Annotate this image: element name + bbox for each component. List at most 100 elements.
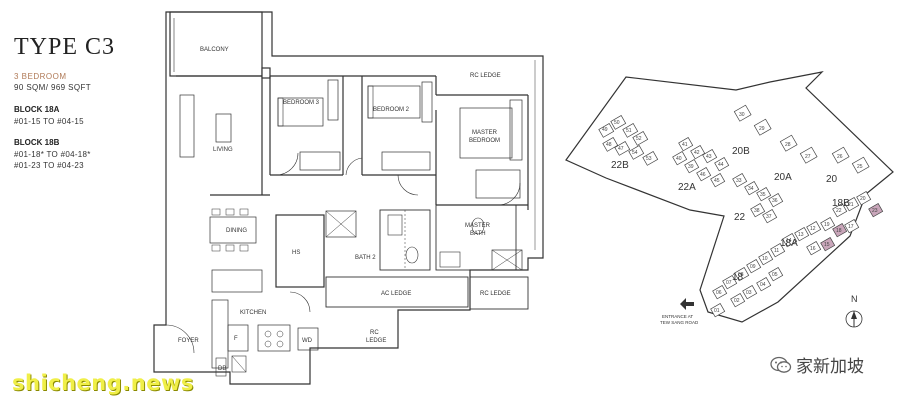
label-ac-ledge: AC LEDGE [381, 291, 411, 297]
wechat-label: 家新加坡 [796, 357, 864, 377]
unit-label: 44 [718, 162, 724, 168]
label-dining: DINING [226, 228, 247, 234]
unit-label: 23 [872, 208, 878, 214]
unit-label: 25 [857, 164, 863, 170]
label-rc-ledge-top: RC LEDGE [470, 73, 501, 79]
unit-label: 18 [836, 228, 842, 234]
label-fridge: F [234, 336, 238, 342]
site-unit-labels: 49 50 51 52 48 47 54 53 41 42 43 44 40 3… [602, 112, 878, 314]
label-master-bedroom: MASTER [472, 130, 498, 136]
site-blocks [598, 104, 884, 318]
site-label-20a: 20A [774, 172, 792, 183]
unit-label: 49 [602, 127, 608, 133]
unit-label: 03 [746, 290, 752, 296]
unit-area: 90 SQM/ 969 SQFT [14, 83, 92, 92]
site-label-22a: 22A [678, 182, 696, 193]
dining-table [209, 216, 257, 244]
unit-label: 50 [614, 120, 620, 126]
unit-label: 43 [706, 154, 712, 160]
unit-label: 04 [760, 282, 766, 288]
unit-range: #01-18* TO #04-18* [14, 150, 91, 159]
site-block-labels: 22B 22A 22 20B 20A 20 18 18A 18B [611, 146, 850, 283]
label-hs: HS [292, 250, 300, 256]
entrance-label-2: TEW SANG ROAD [660, 320, 699, 325]
block-18a-title: BLOCK 18A [14, 105, 60, 114]
unit-label: 45 [714, 178, 720, 184]
north-arrow: N [845, 294, 863, 328]
unit-label: 53 [646, 156, 652, 162]
household-shelter [275, 214, 325, 288]
unit-range: #01-15 TO #04-15 [14, 117, 84, 126]
bedroom-count: 3 BEDROOM [14, 72, 67, 81]
unit-label: 42 [694, 150, 700, 156]
unit-label: 47 [618, 146, 624, 152]
unit-label: 39 [688, 164, 694, 170]
site-label-18: 18 [732, 272, 744, 283]
bed-master [459, 107, 513, 159]
unit-label: 37 [766, 214, 772, 220]
unit-label: 14 [786, 238, 792, 244]
unit-label: 16 [810, 246, 816, 252]
label-master-bath-2: BATH [470, 231, 486, 237]
unit-label: 28 [785, 142, 791, 148]
label-db: DB [218, 366, 226, 372]
site-label-22b: 22B [611, 160, 629, 171]
unit-label: 36 [772, 198, 778, 204]
label-bath-2: BATH 2 [355, 255, 376, 261]
unit-label: 01 [714, 308, 720, 314]
label-master-bath: MASTER [465, 223, 491, 229]
unit-label: 07 [726, 280, 732, 286]
unit-label: 19 [824, 222, 830, 228]
unit-label: 17 [848, 224, 854, 230]
wechat-attribution: 家新加坡 [770, 352, 864, 377]
unit-label: 05 [772, 272, 778, 278]
unit-label: 26 [837, 154, 843, 160]
site-label-18b: 18B [832, 198, 850, 209]
label-master-bedroom-2: BEDROOM [469, 138, 500, 144]
unit-label: 54 [632, 150, 638, 156]
label-rc-ledge-bottom: RC [370, 330, 379, 336]
label-bedroom-2: BEDROOM 2 [373, 107, 410, 113]
label-rc-ledge-bottom-2: LEDGE [366, 338, 386, 344]
wechat-icon [770, 356, 792, 374]
block-18b-units: #01-18* TO #04-18* #01-23 TO #04-23 [14, 149, 91, 171]
unit-range: #01-23 TO #04-23 [14, 161, 84, 170]
site-boundary [565, 71, 894, 323]
unit-label: 02 [734, 298, 740, 304]
watermark: shicheng.news [12, 371, 194, 395]
unit-label: 10 [762, 256, 768, 262]
unit-label: 33 [736, 178, 742, 184]
site-label-20: 20 [826, 174, 838, 185]
unit-label: 48 [606, 142, 612, 148]
unit-label: 52 [636, 136, 642, 142]
unit-label: 12 [810, 226, 816, 232]
label-balcony: BALCONY [200, 47, 229, 53]
unit-label: 34 [748, 186, 754, 192]
outer-wall [153, 11, 544, 385]
unit-label: 46 [700, 172, 706, 178]
label-kitchen: KITCHEN [240, 310, 266, 316]
unit-label: 13 [798, 232, 804, 238]
entrance-label-1: ENTRANCE AT [662, 314, 693, 319]
site-label-20b: 20B [732, 146, 750, 157]
entrance-arrow-icon [680, 298, 694, 310]
north-label: N [851, 294, 858, 304]
unit-label: 22 [836, 208, 842, 214]
block-18b-title: BLOCK 18B [14, 138, 60, 147]
unit-label: 30 [739, 112, 745, 118]
unit-label: 29 [759, 126, 765, 132]
unit-label: 51 [626, 128, 632, 134]
unit-label: 38 [754, 208, 760, 214]
label-foyer: FOYER [178, 338, 199, 344]
unit-label: 20 [860, 196, 866, 202]
site-label-22: 22 [734, 212, 746, 223]
unit-label: 08 [738, 272, 744, 278]
unit-label: 06 [716, 290, 722, 296]
unit-label: 09 [750, 264, 756, 270]
label-living: LIVING [213, 147, 233, 153]
label-washer-dryer: WD [302, 338, 313, 344]
unit-type-title: TYPE C3 [14, 34, 116, 60]
